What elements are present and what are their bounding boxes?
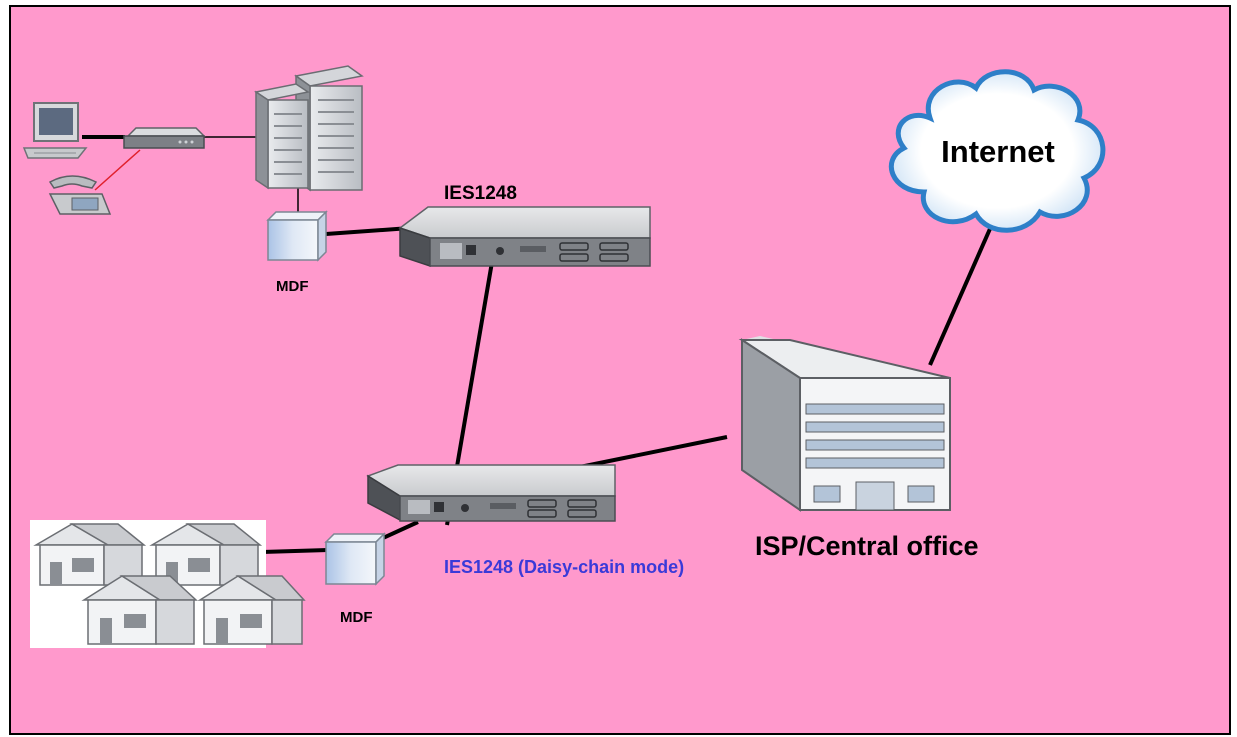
computer-icon <box>22 102 88 159</box>
cloud-icon <box>888 69 1106 233</box>
ies-top-label: IES1248 <box>444 183 517 204</box>
building-icon <box>738 336 951 512</box>
house-3 <box>81 575 198 645</box>
link-houses-mdf <box>261 548 329 554</box>
house-4 <box>197 575 306 645</box>
ies-bottom-label: IES1248 (Daisy-chain mode) <box>444 557 684 577</box>
link-isp-internet <box>928 221 995 366</box>
mdf-top-label: MDF <box>276 278 309 295</box>
houses-icon <box>30 520 306 648</box>
phone-icon <box>48 175 112 215</box>
mdf-bottom-label: MDF <box>340 609 373 626</box>
modem-icon <box>123 127 206 149</box>
mdf-box-icon-bottom <box>324 532 386 586</box>
internet-label: Internet <box>941 134 1055 169</box>
isp-label: ISP/Central office <box>755 531 979 561</box>
link-phone-modem <box>94 149 141 191</box>
link-mdf-ies-top <box>325 226 411 236</box>
switch-icon-bottom <box>366 464 616 522</box>
switch-icon-top <box>398 206 651 268</box>
server-icon <box>254 65 364 192</box>
mdf-box-icon-top <box>266 210 328 262</box>
